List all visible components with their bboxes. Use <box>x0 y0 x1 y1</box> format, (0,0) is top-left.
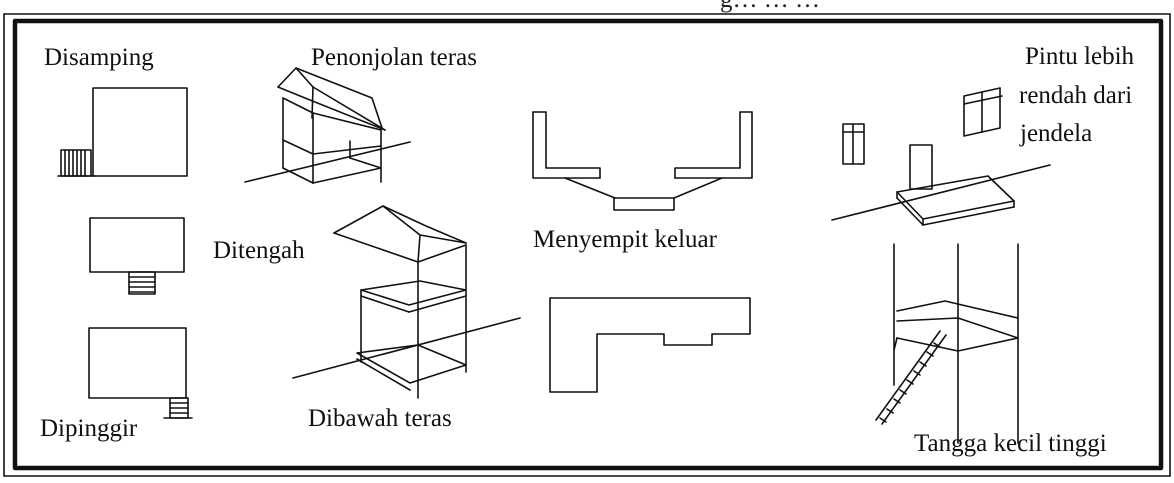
clipped-header-fragment: g… … … <box>720 0 820 12</box>
label-disamping: Disamping <box>44 44 154 71</box>
label-dibawah-teras: Dibawah teras <box>308 405 452 432</box>
sketch-menyempit-keluar <box>532 111 753 211</box>
label-ditengah: Ditengah <box>213 237 305 264</box>
label-rendah-dari: rendah dari <box>1019 82 1133 109</box>
sketch-ditengah-plan <box>89 217 185 295</box>
sketch-ditengah-iso <box>292 205 521 399</box>
label-penonjolan-teras: Penonjolan teras <box>311 44 477 71</box>
label-pintu-lebih: Pintu lebih <box>1025 43 1135 70</box>
sketch-pintu-rendah <box>831 87 1051 226</box>
sketch-l-shape-plan <box>549 297 751 393</box>
label-jendela: jendela <box>1020 120 1093 147</box>
label-tangga-kecil-tinggi: Tangga kecil tinggi <box>914 430 1107 457</box>
label-menyempit-keluar: Menyempit keluar <box>533 226 717 253</box>
sketch-tangga-kecil <box>875 243 1019 444</box>
label-dipinggir: Dipinggir <box>40 415 138 442</box>
sketch-dipinggir <box>88 327 193 419</box>
sketch-disamping <box>57 87 188 177</box>
sketch-penonjolan-teras <box>244 67 411 184</box>
outer-frame <box>3 13 1171 477</box>
